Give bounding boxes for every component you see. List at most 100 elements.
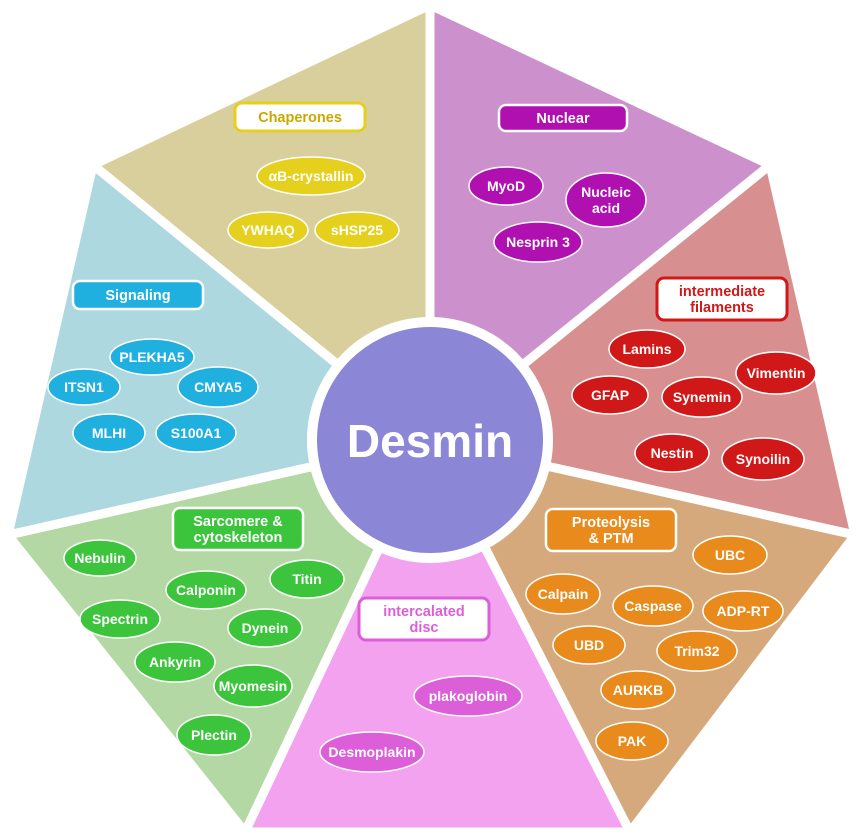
category-label: disc xyxy=(409,620,438,636)
protein-pill xyxy=(692,535,768,575)
protein-label: Desmoplakin xyxy=(328,744,415,760)
protein-node: Synemin xyxy=(661,376,743,418)
protein-node: UBC xyxy=(692,535,768,575)
category-box xyxy=(71,279,205,311)
category-chaperones: Chaperones xyxy=(233,101,367,133)
protein-pill xyxy=(493,221,583,263)
category-label: Proteolysis xyxy=(572,515,650,531)
protein-node: MyoD xyxy=(468,166,544,206)
protein-pill xyxy=(468,166,544,206)
protein-label: Trim32 xyxy=(674,643,719,659)
protein-label: Calponin xyxy=(176,582,236,598)
category-label: filaments xyxy=(690,300,754,316)
protein-label: Synoilin xyxy=(736,451,790,467)
protein-pill xyxy=(269,559,345,599)
protein-node: Myomesin xyxy=(213,664,293,708)
protein-node: Dynein xyxy=(227,608,303,648)
category-box xyxy=(233,101,367,133)
protein-node: ITSN1 xyxy=(47,368,121,406)
protein-pill xyxy=(63,539,137,577)
protein-label: MyoD xyxy=(487,178,525,194)
center-label: Desmin xyxy=(347,415,513,467)
protein-node: CMYA5 xyxy=(177,366,259,408)
protein-label: sHSP25 xyxy=(331,222,383,238)
protein-pill xyxy=(656,630,738,672)
protein-node: Plectin xyxy=(176,714,252,756)
protein-node: Titin xyxy=(269,559,345,599)
protein-label: Lamins xyxy=(622,341,671,357)
protein-pill xyxy=(735,351,817,395)
protein-node: Desmoplakin xyxy=(319,731,425,773)
protein-pill xyxy=(72,413,146,453)
protein-node: Calpain xyxy=(525,573,601,615)
category-box xyxy=(544,507,678,553)
protein-label: Spectrin xyxy=(92,611,148,627)
protein-label: acid xyxy=(592,200,620,216)
protein-label: plakoglobin xyxy=(429,688,508,704)
protein-label: PAK xyxy=(618,733,647,749)
protein-pill xyxy=(661,376,743,418)
protein-node: Calponin xyxy=(165,570,247,610)
protein-label: Nesprin 3 xyxy=(506,234,570,250)
protein-node: MLHI xyxy=(72,413,146,453)
protein-label: Vimentin xyxy=(747,365,806,381)
protein-node: Caspase xyxy=(612,585,694,627)
protein-pill xyxy=(227,608,303,648)
protein-pill xyxy=(702,590,784,632)
protein-pill xyxy=(134,641,216,683)
protein-pill xyxy=(721,437,805,481)
protein-node: Trim32 xyxy=(656,630,738,672)
protein-node: Vimentin xyxy=(735,351,817,395)
protein-label: Nestin xyxy=(651,445,694,461)
protein-label: Calpain xyxy=(538,586,589,602)
protein-label: MLHI xyxy=(92,425,126,441)
protein-node: Nesprin 3 xyxy=(493,221,583,263)
category-label: Nuclear xyxy=(536,111,590,127)
protein-node: sHSP25 xyxy=(314,211,400,249)
protein-pill xyxy=(595,721,669,761)
protein-pill xyxy=(79,599,161,639)
protein-label: ITSN1 xyxy=(64,379,104,395)
protein-label: UBD xyxy=(574,637,604,653)
protein-pill xyxy=(552,625,626,665)
protein-node: plakoglobin xyxy=(413,675,523,717)
protein-node: Ankyrin xyxy=(134,641,216,683)
protein-label: Nucleic xyxy=(581,184,631,200)
protein-pill xyxy=(600,670,676,710)
protein-label: Ankyrin xyxy=(149,654,201,670)
protein-pill xyxy=(213,664,293,708)
protein-label: Plectin xyxy=(191,727,237,743)
protein-label: AURKB xyxy=(613,682,664,698)
category-label: Sarcomere & xyxy=(193,514,283,530)
protein-pill xyxy=(634,433,710,473)
category-label: intermediate xyxy=(679,284,765,300)
category-box xyxy=(497,103,629,133)
protein-node: PAK xyxy=(595,721,669,761)
protein-node: PLEKHA5 xyxy=(109,338,195,376)
protein-label: Caspase xyxy=(624,598,682,614)
protein-pill xyxy=(109,338,195,376)
protein-pill xyxy=(565,172,647,228)
protein-label: ADP-RT xyxy=(717,603,770,619)
protein-label: GFAP xyxy=(591,387,629,403)
category-box xyxy=(655,276,789,322)
center-layer: Desmin xyxy=(307,317,553,563)
protein-node: Nestin xyxy=(634,433,710,473)
protein-node: YWHAQ xyxy=(227,211,309,249)
protein-label: S100A1 xyxy=(171,425,222,441)
protein-label: CMYA5 xyxy=(194,379,242,395)
category-label: Chaperones xyxy=(258,110,342,126)
protein-pill xyxy=(314,211,400,249)
category-label: & PTM xyxy=(588,531,633,547)
protein-label: YWHAQ xyxy=(241,222,295,238)
category-box xyxy=(171,506,305,552)
protein-pill xyxy=(571,375,649,415)
protein-label: Dynein xyxy=(242,620,289,636)
protein-pill xyxy=(608,329,686,369)
protein-label: Myomesin xyxy=(219,678,287,694)
category-label: Signaling xyxy=(105,288,170,304)
protein-pill xyxy=(155,413,237,453)
center-circle xyxy=(307,317,553,563)
